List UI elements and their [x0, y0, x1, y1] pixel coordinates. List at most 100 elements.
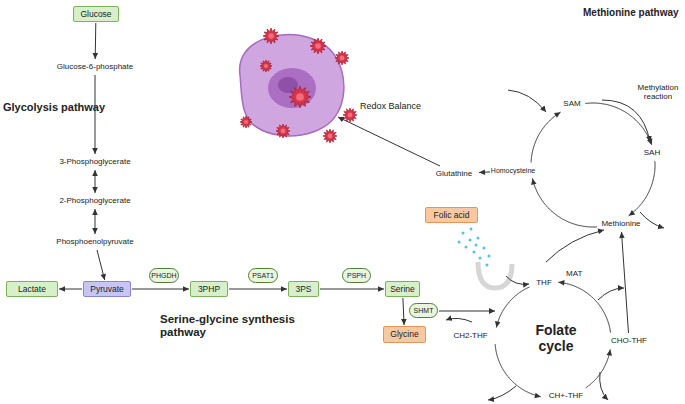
methylation-arrow: [602, 100, 650, 142]
reaction-arrow: [495, 344, 541, 398]
connector-line: [495, 344, 541, 397]
metabolite-text: SAH: [640, 146, 664, 160]
reaction-arrow: [586, 349, 612, 388]
connector-line: [95, 209, 96, 234]
node-text: 3-Phosphoglycerate: [59, 158, 130, 166]
node-text: 3PS: [295, 285, 311, 294]
node-text: THF: [536, 279, 552, 287]
ros-star-core: [264, 64, 268, 68]
metabolite-text: CH2-THF: [444, 329, 497, 343]
node-text: SAH: [644, 149, 660, 157]
arrow-head: [92, 187, 98, 193]
reaction-arrow: [629, 161, 655, 216]
folate-drop: [458, 241, 461, 244]
ros-stars: [240, 28, 357, 143]
metabolite-box: Glucose: [73, 6, 119, 22]
arrow-head: [629, 210, 636, 216]
node-text: Lactate: [18, 285, 46, 294]
metabolite-text: SAM: [560, 97, 584, 111]
connector-line: [95, 75, 96, 154]
node-text: Methionine: [601, 220, 640, 228]
metabolite-text: Glutathine: [430, 167, 478, 181]
node-text: Folic acid: [434, 211, 470, 220]
reaction-arrow: [495, 287, 530, 328]
arrow-head: [59, 286, 65, 292]
reaction-arrow: [531, 178, 597, 227]
reaction-arrow: [93, 23, 99, 59]
glutathione-to-cell-arrow: [338, 117, 440, 166]
side-arrow: [598, 288, 624, 300]
metabolite-text: Phosphoenolpyruvate: [45, 235, 145, 249]
connector-line: [629, 161, 655, 216]
reaction-arrow: [619, 232, 628, 333]
metabolite-box: Folic acid: [425, 207, 478, 223]
enzyme-pill: SHMT: [409, 303, 438, 318]
node-text: Glutathine: [436, 170, 472, 178]
pathway-title: Methionine pathway: [583, 7, 679, 19]
cell-nucleus: [268, 68, 316, 108]
metabolite-text: Glucose-6-phosphate: [45, 60, 145, 74]
metabolite-text: 3-Phosphoglycerate: [50, 155, 140, 169]
metabolite-text: Methionine: [598, 217, 644, 231]
arrow-head: [479, 169, 485, 175]
reaction-label: Methylation reaction: [632, 83, 684, 101]
ros-star: [310, 38, 326, 54]
pathway-title: Serine-glycine synthesis pathway: [160, 313, 320, 339]
arrow-head: [92, 228, 98, 234]
membrane-carrier: [478, 262, 512, 288]
folate-drop: [473, 251, 476, 254]
folate-drop: [475, 244, 478, 247]
ros-star-core: [244, 120, 248, 124]
node-text: 3PHP: [198, 285, 220, 294]
metabolite-text: Homocysteine: [491, 164, 535, 177]
cell-body: [240, 35, 344, 136]
enzyme-pill: PHGDH: [149, 268, 179, 283]
node-text: CH+-THF: [549, 392, 583, 400]
node-text: PSAT1: [252, 272, 274, 279]
reaction-arrow: [59, 286, 82, 292]
node-text: Glucose-6-phosphate: [57, 63, 134, 71]
node-text: PSPH: [347, 272, 366, 279]
folate-drop: [483, 247, 486, 250]
arrow-head: [534, 393, 540, 399]
folate-drop: [462, 232, 465, 235]
metabolite-text: CHO-THF: [606, 334, 652, 348]
arrow-head: [495, 321, 500, 328]
metabolite-text: CH+-THF: [542, 389, 590, 403]
connector-line: [95, 23, 97, 59]
metabolite-text: THF: [531, 276, 557, 290]
ros-star-core: [281, 129, 286, 134]
reaction-arrow: [320, 286, 384, 292]
metabolite-box: Serine: [385, 281, 420, 297]
arrow-head: [647, 138, 652, 145]
ros-star: [263, 28, 279, 44]
connector-line: [586, 349, 611, 388]
folate-drop: [486, 264, 489, 267]
arrow-head: [558, 280, 564, 286]
connector-line: [622, 232, 629, 333]
node-text: Serine: [390, 285, 415, 294]
reaction-arrow: [97, 250, 106, 280]
connector-line: [229, 289, 287, 290]
folate-drop: [469, 239, 472, 242]
connector-line: [533, 178, 598, 227]
ros-star: [276, 124, 290, 138]
connector-line: [95, 170, 96, 193]
ros-star-core: [348, 113, 353, 118]
connector-line: [97, 250, 105, 280]
metabolite-box: Lactate: [6, 281, 58, 297]
uptake-arrow: [506, 276, 529, 284]
effect-label: Redox Balance: [360, 101, 421, 111]
arrow-head: [92, 170, 98, 176]
arrow-head: [101, 274, 106, 281]
cell-illustration: [240, 28, 357, 143]
arrow-head: [607, 349, 613, 355]
node-text: 2-Phosphoglycerate: [59, 197, 130, 205]
node-text: CHO-THF: [611, 337, 647, 345]
node-text: PHGDH: [151, 272, 176, 279]
arrow-head: [531, 178, 536, 185]
connector-line: [403, 298, 404, 325]
folate-drop: [477, 237, 480, 240]
ros-star: [323, 129, 337, 143]
